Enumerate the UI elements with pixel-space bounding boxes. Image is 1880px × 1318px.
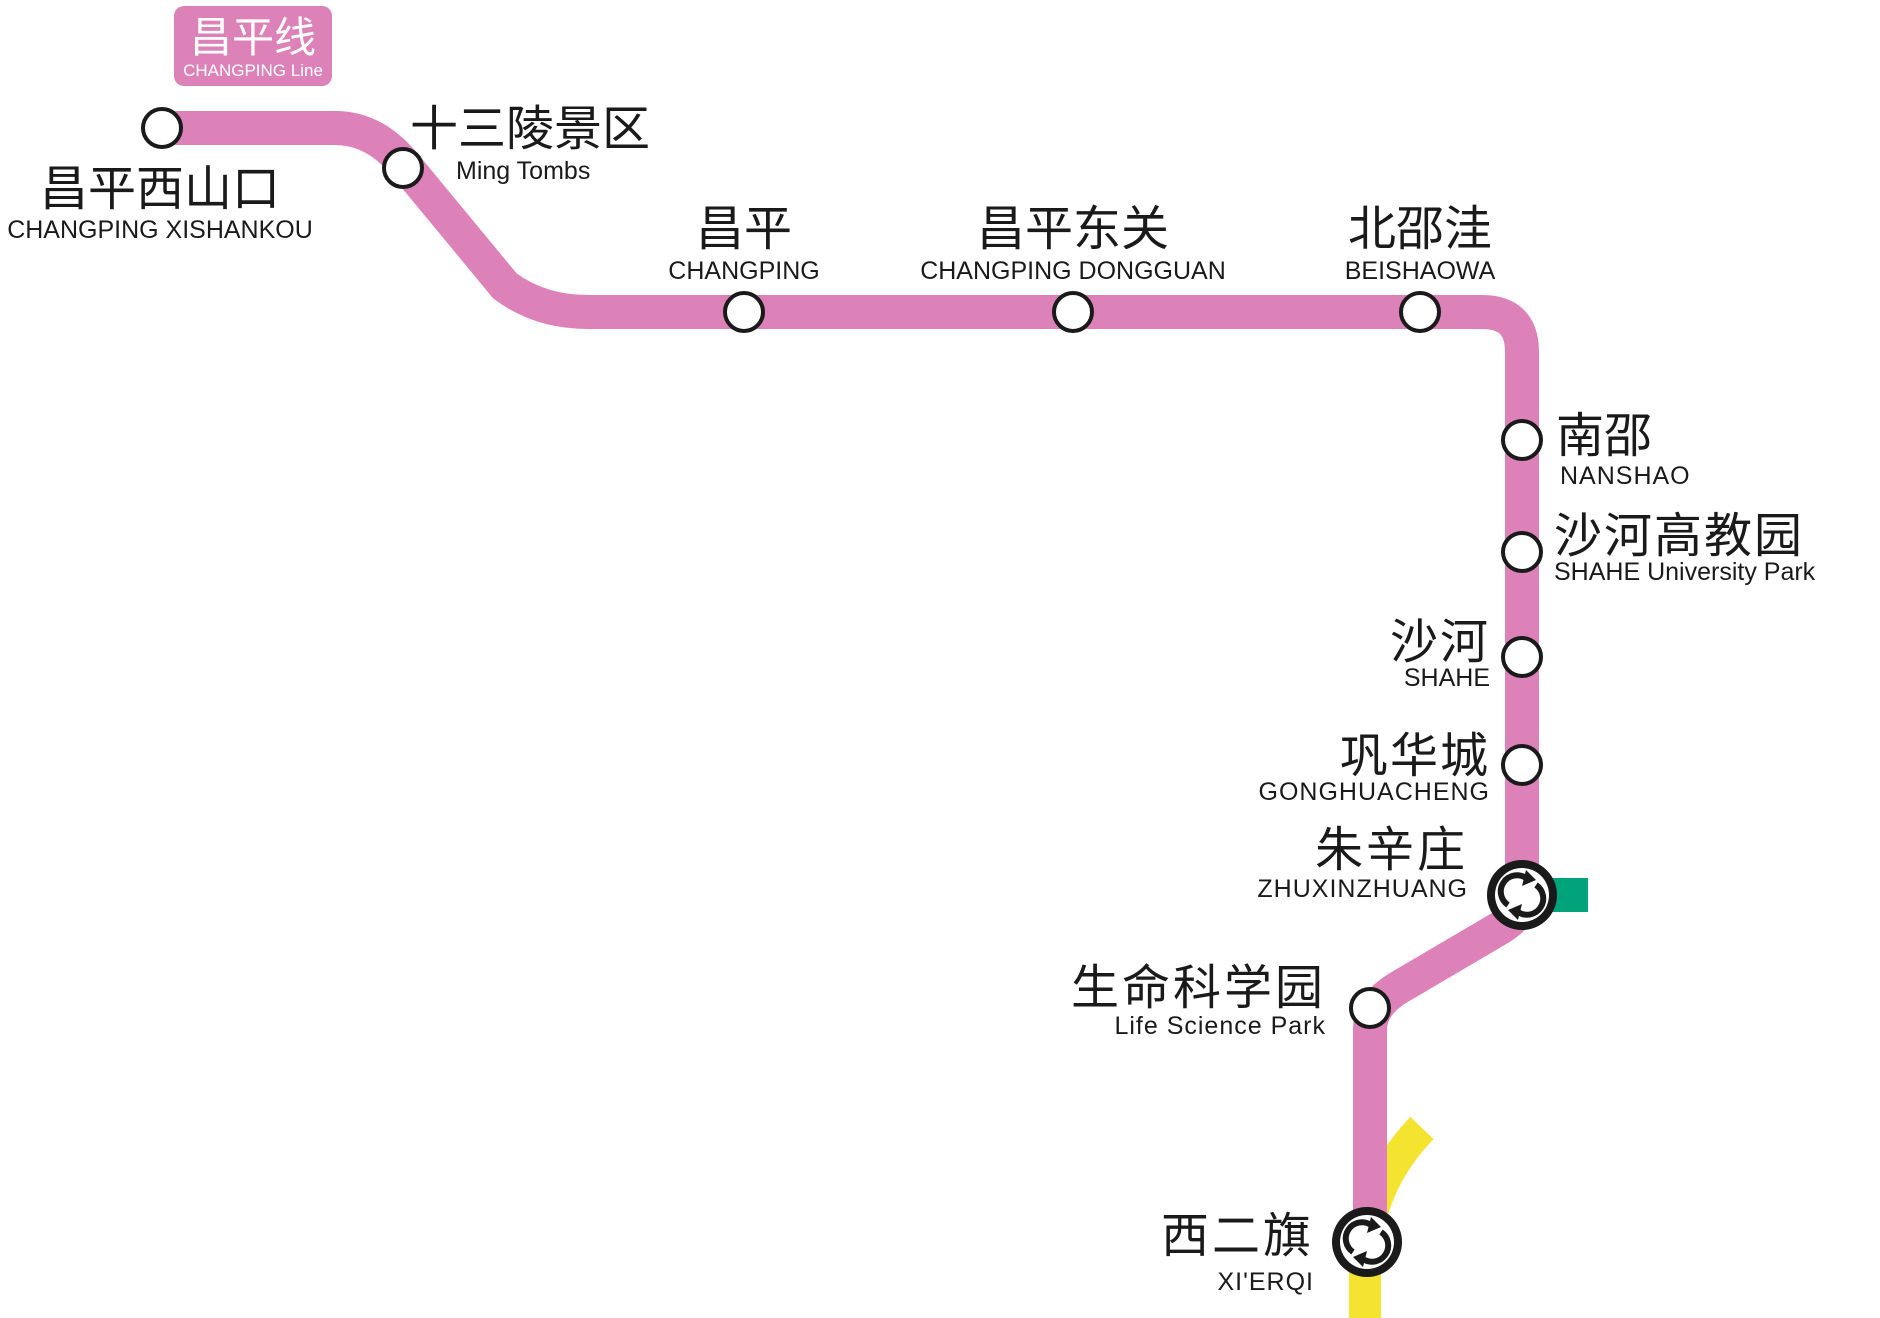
station-label-en: NANSHAO xyxy=(1560,462,1691,490)
line-badge: 昌平线 CHANGPING Line xyxy=(174,6,332,86)
station-marker-shahe-university-park[interactable] xyxy=(1501,531,1543,573)
station-marker-nanshao[interactable] xyxy=(1501,419,1543,461)
station-marker-beishaowa[interactable] xyxy=(1399,291,1441,333)
interchange-icon-zhuxinzhuang[interactable] xyxy=(1487,860,1557,930)
station-marker-changping-dongguan[interactable] xyxy=(1052,291,1094,333)
station-label-zh: 十三陵景区 xyxy=(410,101,650,157)
line-badge-background xyxy=(174,6,332,86)
station-marker-changping[interactable] xyxy=(723,291,765,333)
station-marker-changping-xishankou[interactable] xyxy=(141,107,183,149)
station-label-en: CHANGPING DONGGUAN xyxy=(920,257,1226,285)
station-label-en: SHAHE University Park xyxy=(1554,558,1816,586)
station-label-zh: 沙河 xyxy=(1390,614,1490,670)
station-label-en: GONGHUACHENG xyxy=(1259,778,1490,806)
station-label-en: SHAHE xyxy=(1404,664,1490,692)
line-name-en: CHANGPING Line xyxy=(183,61,323,80)
station-marker-shahe[interactable] xyxy=(1501,636,1543,678)
station-label-zh: 朱辛庄 xyxy=(1315,822,1468,878)
interchange-icon-xierqi[interactable] xyxy=(1332,1207,1402,1277)
station-label-zh: 西二旗 xyxy=(1161,1208,1314,1264)
station-label-zh: 南邵 xyxy=(1556,408,1652,464)
station-label-en: ZHUXINZHUANG xyxy=(1257,875,1468,903)
changping-line-route xyxy=(162,111,1539,1240)
station-label-zh: 昌平西山口 xyxy=(40,161,280,217)
station-marker-gonghuacheng[interactable] xyxy=(1501,744,1543,786)
station-label-zh: 沙河高教园 xyxy=(1554,508,1804,564)
station-markers xyxy=(141,107,1557,1277)
station-label-en: CHANGPING xyxy=(668,257,819,285)
station-label-en: Life Science Park xyxy=(1114,1012,1326,1040)
line-name-zh: 昌平线 xyxy=(190,13,316,62)
station-label-zh: 昌平 xyxy=(696,201,792,257)
station-marker-ming-tombs[interactable] xyxy=(382,147,424,189)
station-label-en: XI'ERQI xyxy=(1217,1268,1314,1296)
station-label-en: CHANGPING XISHANKOU xyxy=(7,216,313,244)
station-label-zh: 北邵洼 xyxy=(1348,201,1492,257)
station-label-en: Ming Tombs xyxy=(456,157,590,185)
station-label-zh: 昌平东关 xyxy=(977,201,1169,257)
station-marker-life-science-park[interactable] xyxy=(1349,987,1391,1029)
station-labels: 昌平西山口 CHANGPING XISHANKOU 十三陵景区 Ming Tom… xyxy=(7,101,1815,1296)
station-label-zh: 巩华城 xyxy=(1340,728,1490,784)
station-label-en: BEISHAOWA xyxy=(1345,257,1496,285)
station-label-zh: 生命科学园 xyxy=(1071,960,1326,1016)
